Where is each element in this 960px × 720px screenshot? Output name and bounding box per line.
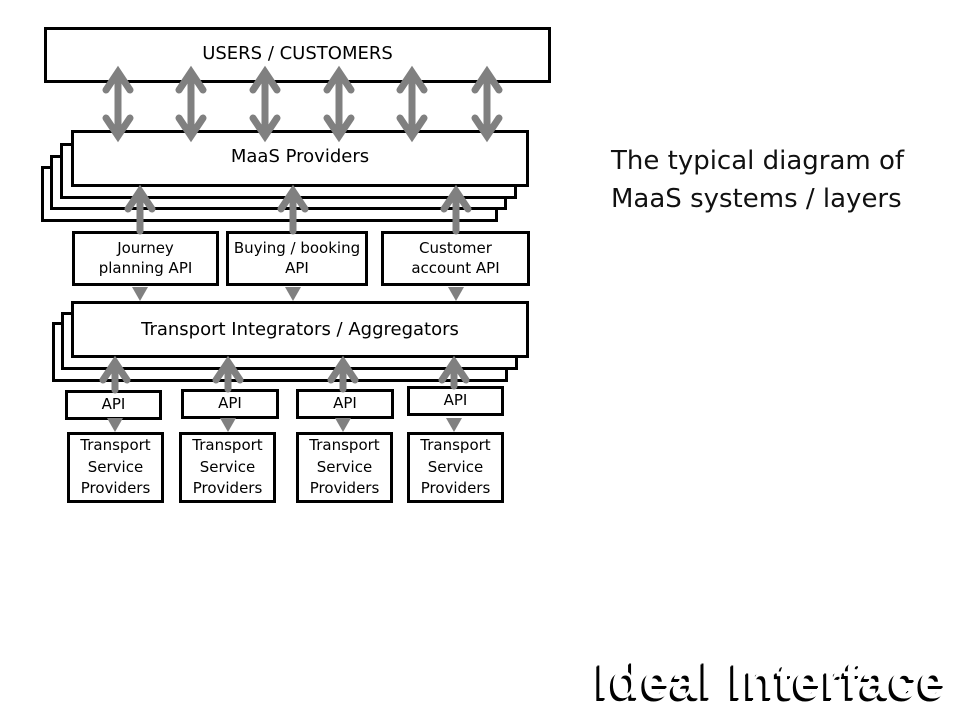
- provider-api-box: API: [407, 386, 504, 416]
- arrow-down-icon: [132, 287, 148, 301]
- provider-api-box: API: [296, 389, 394, 419]
- provider-api-box: API: [65, 390, 162, 420]
- caption-line-2: MaaS systems / layers: [611, 184, 902, 214]
- arrow-down-icon: [220, 418, 236, 432]
- users-customers-box: USERS / CUSTOMERS: [44, 27, 551, 83]
- arrow-down-icon: [335, 418, 351, 432]
- maas-providers-box: MaaS Providers: [71, 130, 529, 187]
- integrators-label: Transport Integrators / Aggregators: [141, 318, 459, 340]
- arrow-down-icon: [446, 418, 462, 432]
- diagram-caption: The typical diagram of MaaS systems / lay…: [611, 142, 904, 218]
- api-label: API: [218, 394, 242, 413]
- arrow-down-icon: [107, 418, 123, 432]
- api-label: API: [101, 395, 126, 414]
- api-label: API: [333, 394, 357, 413]
- provider-api-box: API: [181, 389, 279, 419]
- caption-line-1: The typical diagram of: [611, 146, 905, 176]
- maas-providers-label: MaaS Providers: [230, 145, 370, 167]
- api-label: API: [443, 391, 468, 410]
- watermark-text: Ideal Interface: [596, 653, 948, 709]
- arrow-down-icon: [448, 287, 464, 301]
- users-label: USERS / CUSTOMERS: [202, 42, 393, 64]
- arrow-down-icon: [285, 287, 301, 301]
- transport-integrators-box: Transport Integrators / Aggregators: [71, 301, 529, 358]
